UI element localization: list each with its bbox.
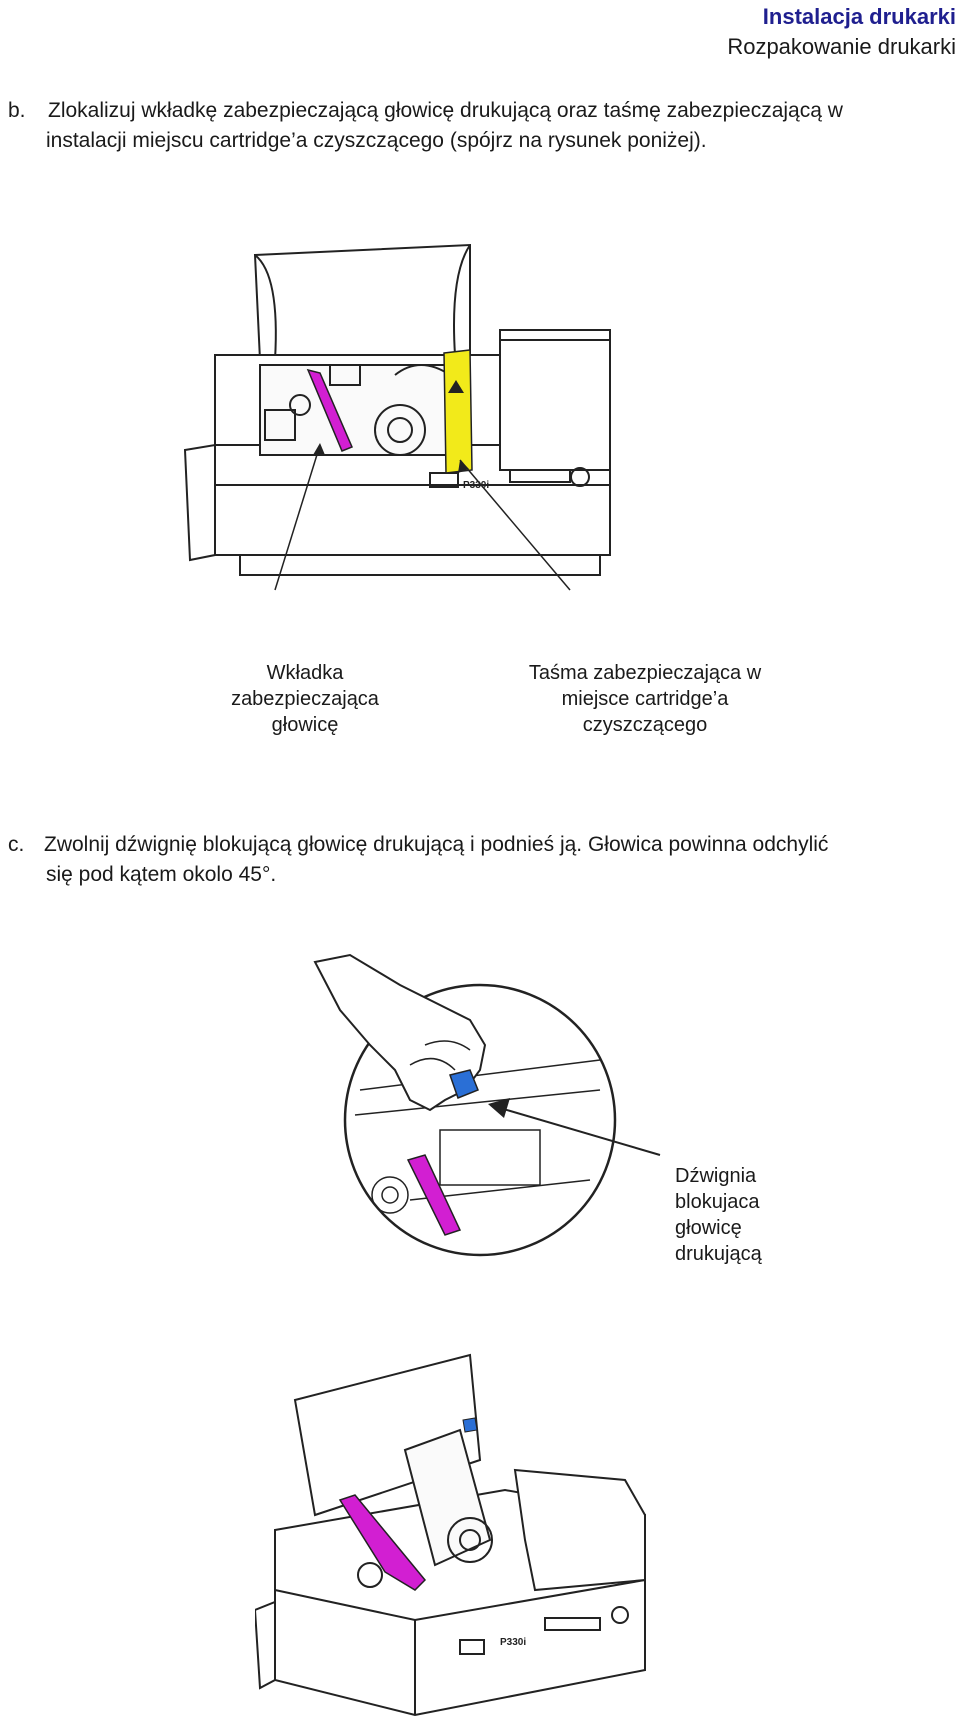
magenta-insert-shape-3	[338, 1494, 427, 1591]
printer-illustration: P330i	[183, 243, 611, 591]
caption-lever: Dźwignia blokujaca głowicę drukującą	[675, 1163, 835, 1267]
step-c-marker: c.	[8, 833, 25, 856]
printer-model-text: P330i	[463, 480, 489, 491]
magenta-insert-shape	[306, 368, 353, 452]
section-title: Instalacja drukarki	[762, 4, 956, 29]
figure-head-raised: P330i	[253, 1340, 675, 1730]
figure-lever-detail	[260, 950, 680, 1260]
caption-lever-line3: głowicę	[675, 1217, 742, 1239]
lever-illustration	[313, 953, 661, 1257]
magenta-insert-shape-2	[406, 1154, 462, 1236]
caption-tape-line2: miejsce cartridge’a	[561, 688, 729, 710]
step-c-line2: się pod kątem okolo 45°.	[46, 863, 277, 886]
caption-lever-line2: blokujaca	[675, 1191, 760, 1213]
caption-lever-line4: drukującą	[675, 1243, 762, 1265]
step-c-paragraph: c. Zwolnij dźwignię blokującą głowicę dru…	[8, 830, 828, 890]
blue-lever-shape	[449, 1069, 479, 1099]
page-header: Instalacja drukarki Rozpakowanie drukark…	[727, 2, 956, 62]
printer-head-raised-illustration: P330i	[253, 1353, 646, 1717]
caption-tape-line3: czyszczącego	[582, 714, 708, 736]
caption-insert-line1: Wkładka	[266, 662, 344, 684]
step-b-line2: instalacji miejscu cartridge’a czyszcząc…	[46, 129, 707, 152]
step-c-line1: Zwolnij dźwignię blokującą głowicę druku…	[44, 833, 829, 856]
caption-tape: Taśma zabezpieczająca w miejsce cartridg…	[500, 660, 790, 738]
step-b-paragraph: b. Zlokalizuj wkładkę zabezpieczającą gło…	[8, 96, 843, 156]
caption-insert-line2: zabezpieczająca	[231, 688, 379, 710]
caption-tape-line1: Taśma zabezpieczająca w	[528, 662, 762, 684]
section-subtitle: Rozpakowanie drukarki	[727, 34, 956, 59]
figure-printer-packaging: P330i	[180, 215, 680, 655]
caption-lever-line1: Dźwignia	[675, 1165, 757, 1187]
yellow-tape-shape	[443, 349, 473, 474]
caption-insert: Wkładka zabezpieczająca głowicę	[180, 660, 430, 738]
step-b-line1: Zlokalizuj wkładkę zabezpieczającą głowi…	[48, 99, 843, 122]
step-b-marker: b.	[8, 99, 26, 122]
printer-model-text-2: P330i	[500, 1637, 526, 1648]
caption-insert-line3: głowicę	[271, 714, 339, 736]
